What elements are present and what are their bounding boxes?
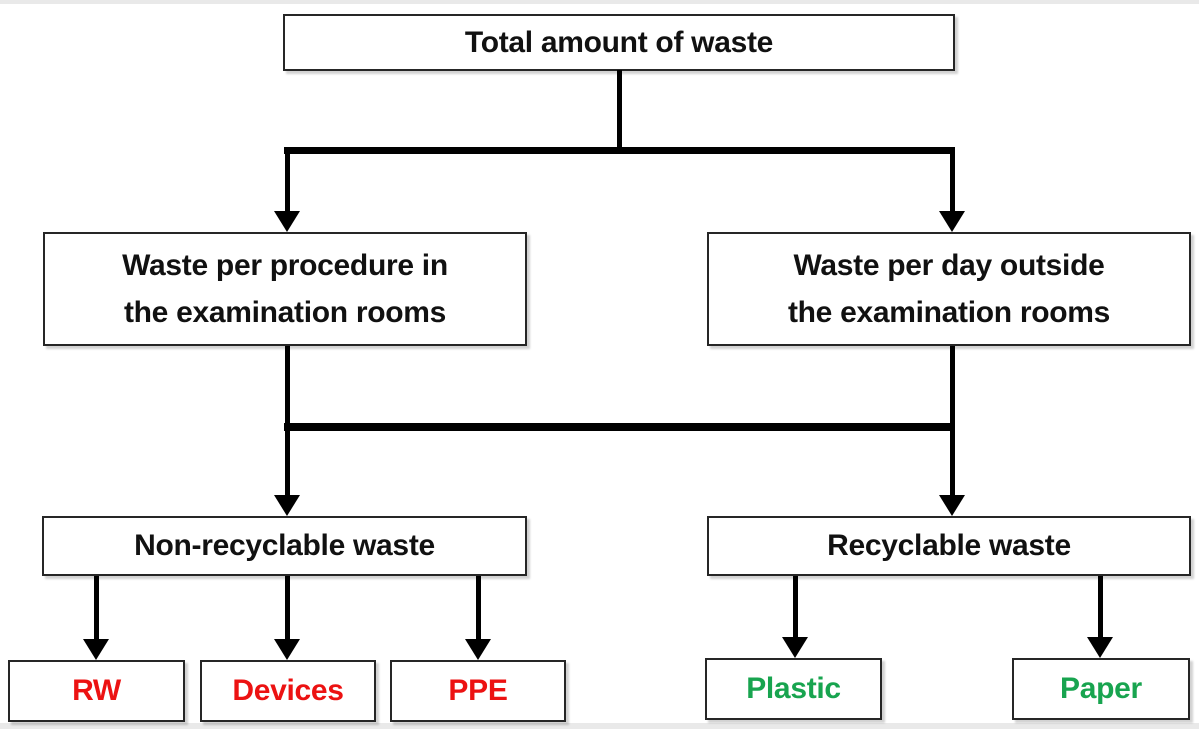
page-frame-top <box>0 0 1199 4</box>
node-plastic: Plastic <box>705 658 882 720</box>
node-label: RW <box>72 674 121 707</box>
edge-to-rw-line <box>94 576 99 639</box>
node-waste-per-procedure: Waste per procedure in the examination r… <box>43 232 527 346</box>
page-frame-bottom <box>0 723 1199 729</box>
edge-procedure-to-nonrecyclable-line <box>285 346 290 496</box>
edge-to-plastic-line <box>793 576 798 637</box>
node-devices: Devices <box>200 660 376 722</box>
edge-to-outside-line <box>950 152 955 212</box>
node-label: Total amount of waste <box>464 25 774 59</box>
edge-outside-to-recyclable-line <box>950 346 955 496</box>
node-label-line2: the examination rooms <box>123 296 447 329</box>
node-ppe: PPE <box>390 660 566 722</box>
node-label: Devices <box>232 674 344 707</box>
edge-to-devices-line <box>285 576 290 639</box>
edge-top-crossbar-line <box>284 147 955 154</box>
edge-to-paper-line <box>1098 576 1103 637</box>
edge-to-ppe-line <box>476 576 481 639</box>
node-label-line1: Waste per day outside <box>793 249 1105 282</box>
arrowhead-to-plastic-icon <box>782 637 808 658</box>
node-label: PPE <box>448 674 508 707</box>
node-non-recyclable-waste: Non-recyclable waste <box>42 516 527 576</box>
arrowhead-to-outside-icon <box>939 211 965 232</box>
node-total-waste: Total amount of waste <box>283 14 955 71</box>
node-label-line1: Waste per procedure in <box>122 249 448 282</box>
arrowhead-to-procedure-icon <box>274 211 300 232</box>
arrowhead-to-nonrecyclable-icon <box>274 495 300 516</box>
edge-to-procedure-line <box>285 152 290 212</box>
node-label: Recyclable waste <box>827 529 1071 562</box>
node-label: Non-recyclable waste <box>134 529 435 562</box>
arrowhead-to-devices-icon <box>274 639 300 660</box>
arrowhead-to-recyclable-icon <box>939 495 965 516</box>
node-paper: Paper <box>1012 658 1190 720</box>
node-label: Plastic <box>746 672 841 705</box>
node-rw: RW <box>8 660 185 722</box>
node-label: Paper <box>1060 672 1142 705</box>
node-waste-outside-rooms: Waste per day outside the examination ro… <box>707 232 1191 346</box>
edge-middle-crossbar-line <box>284 423 955 431</box>
arrowhead-to-paper-icon <box>1087 637 1113 658</box>
node-label-line2: the examination rooms <box>787 296 1111 329</box>
arrowhead-to-rw-icon <box>83 639 109 660</box>
arrowhead-to-ppe-icon <box>465 639 491 660</box>
edge-total-stem-line <box>617 70 622 152</box>
node-recyclable-waste: Recyclable waste <box>707 516 1191 576</box>
